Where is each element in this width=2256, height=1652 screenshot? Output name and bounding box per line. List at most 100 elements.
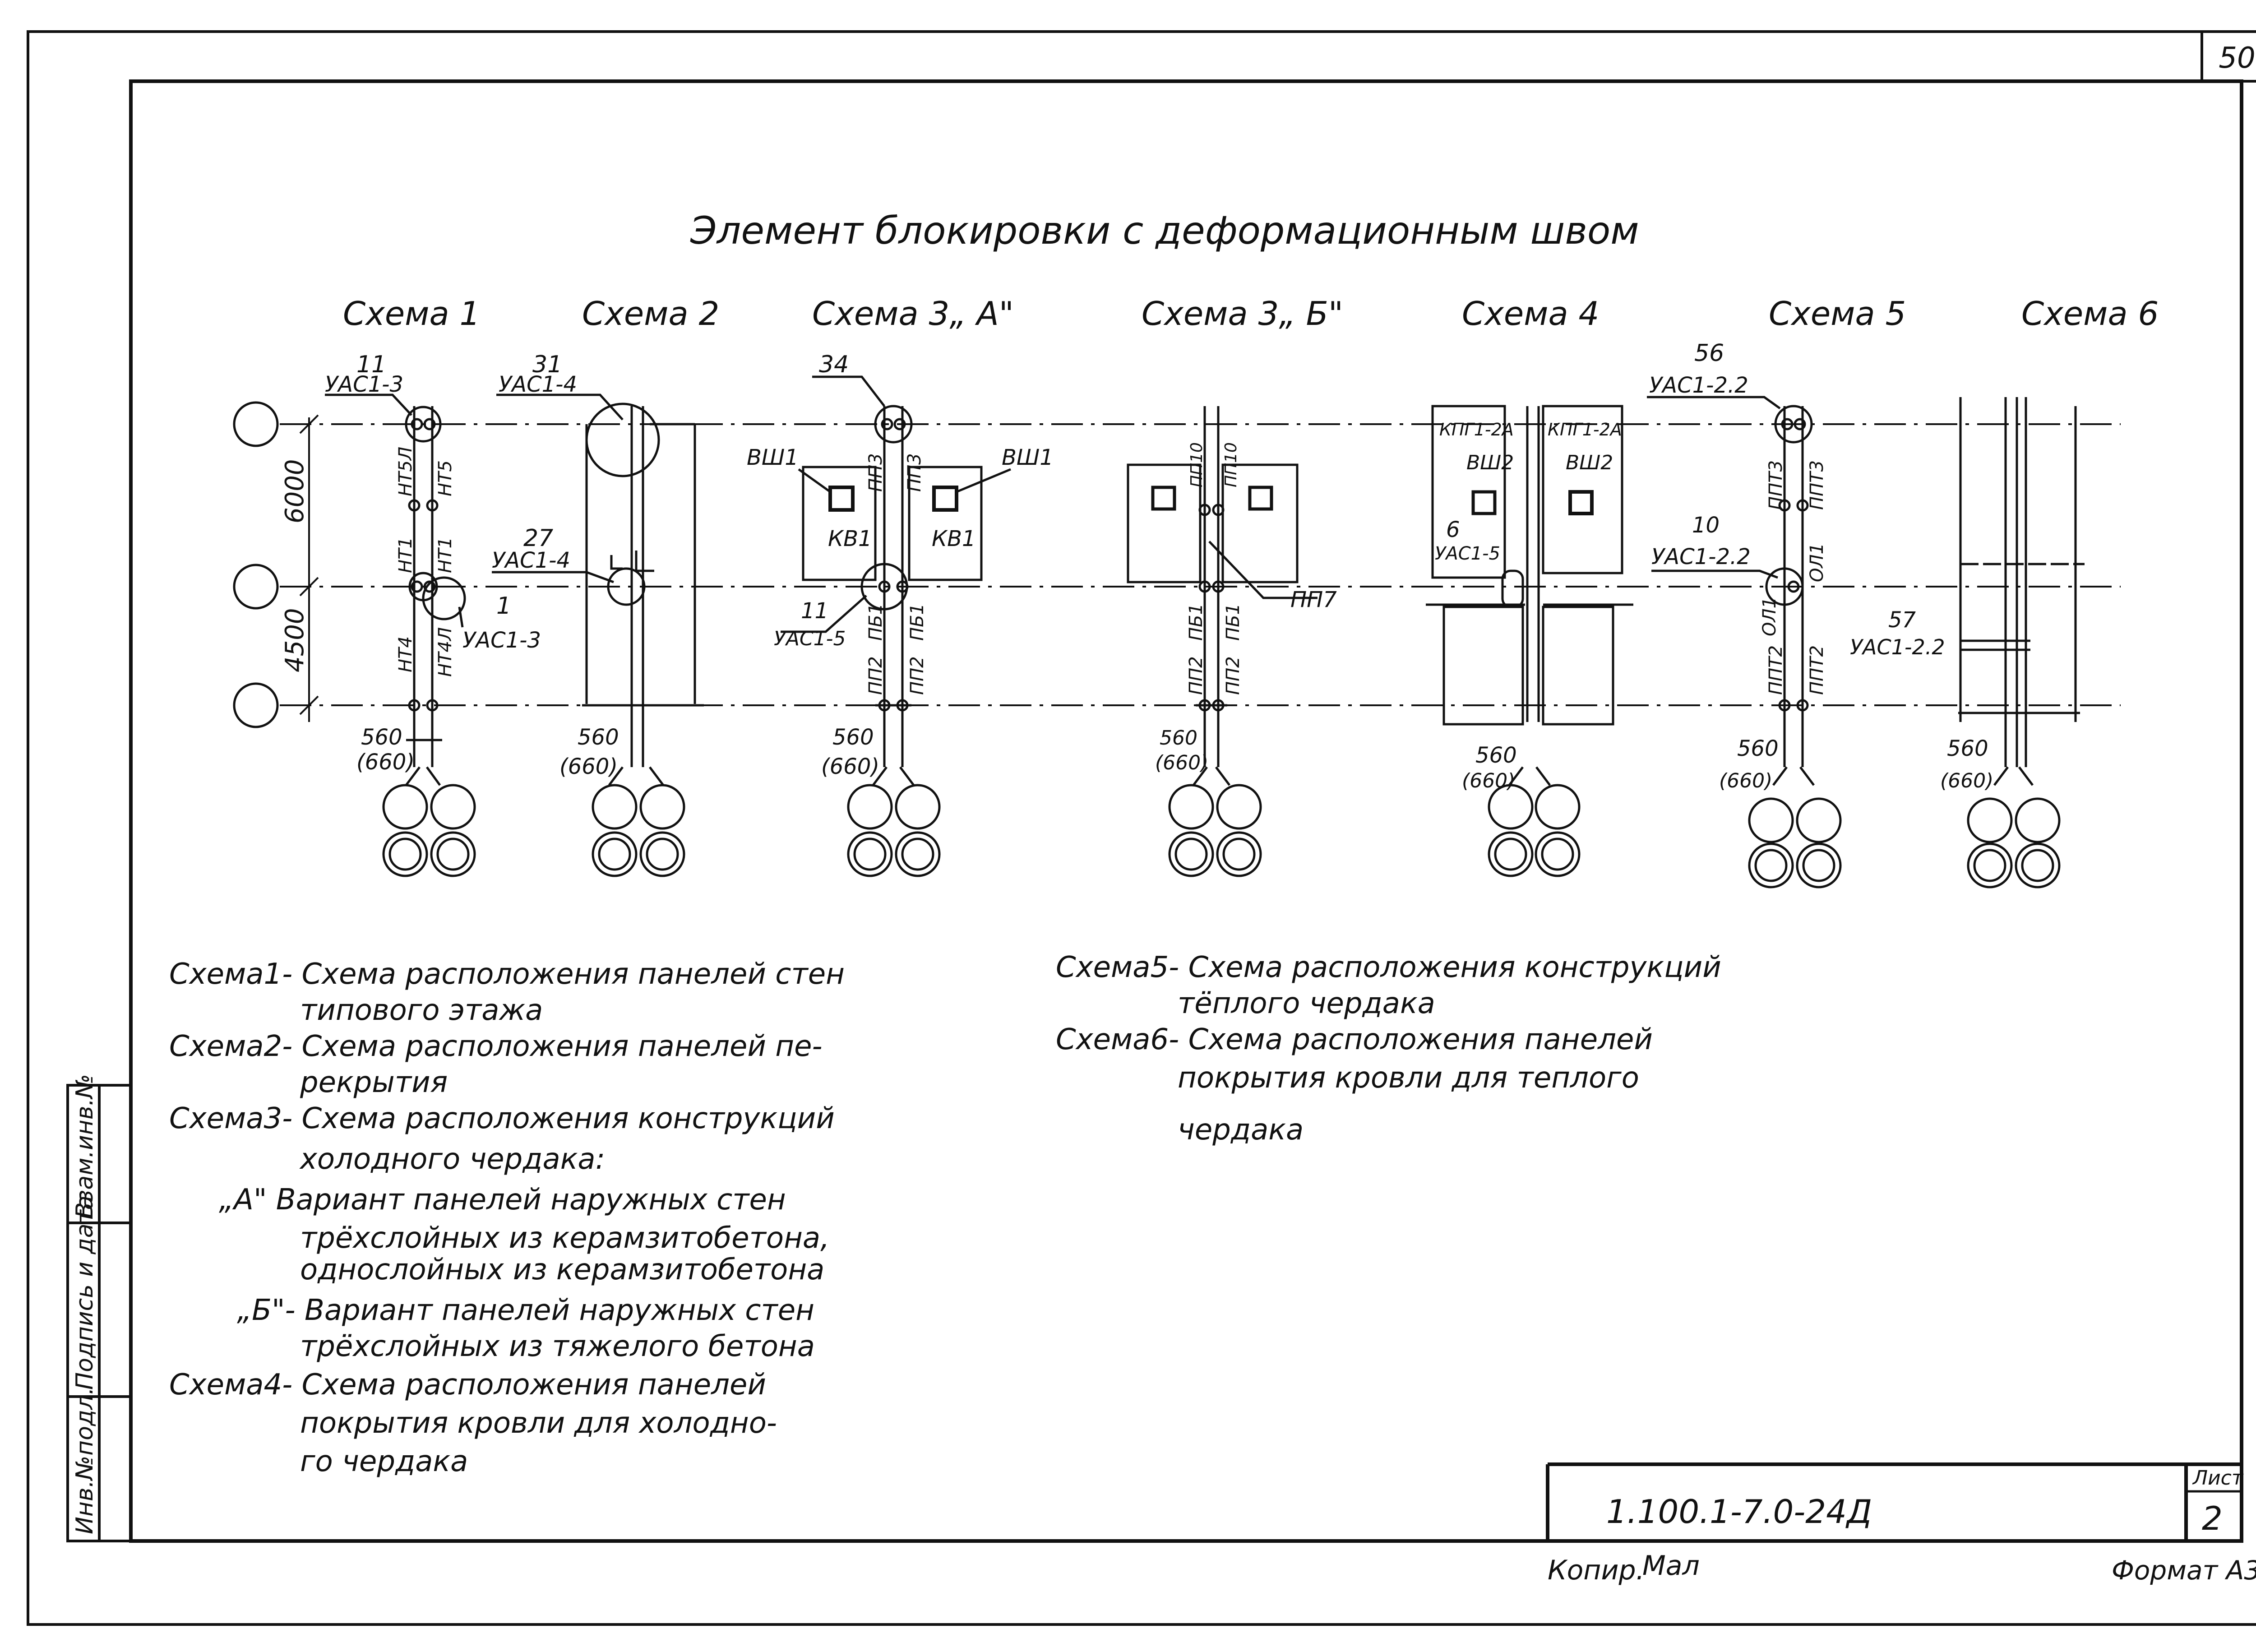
s3b-pp2: ПП2 xyxy=(1186,656,1207,695)
s3a-pb1b: ПБ1 xyxy=(907,603,928,641)
note-right-line: Схема5- Схема расположения конструкций xyxy=(1056,951,1721,984)
s3a-vsh-l: ВШ1 xyxy=(747,445,799,470)
s4-kpg-r: КПГ1-2А xyxy=(1548,420,1622,440)
stamp-inv-podl: Инв.№подл. xyxy=(71,1387,98,1534)
s3b-pp2b: ПП2 xyxy=(1223,656,1244,695)
notes-right: Схема5- Схема расположения конструкций т… xyxy=(1056,951,1721,1147)
s3b-pp7: ПП7 xyxy=(1290,587,1337,612)
s4-vsh-r: ВШ2 xyxy=(1566,451,1613,474)
s5-ppt2b: ППТ2 xyxy=(1807,645,1827,695)
inner-frame xyxy=(129,79,2243,1543)
note-left-line: трёхслойных из керамзитобетона, xyxy=(300,1222,829,1255)
scheme-5-graphic xyxy=(1647,396,1842,888)
scheme-1-graphic xyxy=(325,393,476,877)
s2-top-num: 31 xyxy=(532,351,562,378)
scheme-6-graphic xyxy=(1958,397,2085,888)
s6-dim2: (660) xyxy=(1940,769,1993,792)
note-right-line: чердака xyxy=(1178,1113,1304,1147)
s3b-dim2: (660) xyxy=(1155,751,1208,774)
s5-top-num: 56 xyxy=(1694,340,1724,367)
note-right-line: Схема6- Схема расположения панелей xyxy=(1056,1023,1653,1056)
s1-ht5l: НТ5Л xyxy=(395,447,416,496)
s3a-top-num: 34 xyxy=(819,351,849,378)
drawing-title: Элемент блокировки с деформационным швом xyxy=(690,208,1639,253)
s3a-dim2: (660) xyxy=(821,754,879,779)
s1-mid-code: УАС1-3 xyxy=(462,628,541,653)
note-right-line: тёплого чердака xyxy=(1178,987,1435,1020)
note-left-line: типового этажа xyxy=(300,994,543,1027)
s1-top-num: 11 xyxy=(356,351,386,378)
note-left-line: го чердака xyxy=(300,1445,468,1478)
s3a-mid-num: 11 xyxy=(801,598,828,624)
doc-code: 1.100.1-7.0-24Д xyxy=(1606,1493,1872,1531)
s6-num: 57 xyxy=(1888,607,1916,633)
s1-ht4l: НТ4Л xyxy=(435,627,456,677)
s1-dim: 560 xyxy=(361,725,402,750)
s1-mid-num: 1 xyxy=(496,592,511,620)
s3a-vsh-r: ВШ1 xyxy=(1002,445,1054,470)
s1-ht4: НТ4 xyxy=(395,636,416,672)
note-left-line: Схема2- Схема расположения панелей пе- xyxy=(169,1030,823,1063)
scheme-label-3a: Схема 3„ А" xyxy=(812,295,1014,333)
s4-vsh-l: ВШ2 xyxy=(1466,451,1514,474)
s2-mid-code: УАС1-4 xyxy=(492,548,570,573)
note-left-line: Схема4- Схема расположения панелей xyxy=(169,1368,766,1402)
s1-dim2: (660) xyxy=(356,750,415,775)
s5-ppt2: ППТ2 xyxy=(1766,645,1786,695)
s3b-pb1: ПБ1 xyxy=(1186,603,1207,641)
note-left-line: Схема1- Схема расположения панелей стен xyxy=(169,958,845,991)
scheme-label-2: Схема 2 xyxy=(582,295,719,333)
sheet-number: 2 xyxy=(2202,1499,2223,1537)
s2-dim: 560 xyxy=(578,725,619,750)
note-left-line: Схема3- Схема расположения конструкций xyxy=(169,1102,835,1135)
outer-border xyxy=(27,30,2256,1626)
s3a-dim: 560 xyxy=(832,725,874,750)
scheme-label-1: Схема 1 xyxy=(343,295,480,333)
s4-mid-code: УАС1-5 xyxy=(1435,543,1500,564)
s5-mid-num: 10 xyxy=(1692,513,1720,538)
axis-bubbles xyxy=(233,401,279,728)
axis-bubble-middle xyxy=(233,564,279,610)
axis-bubble-top xyxy=(233,401,279,447)
notes-left: Схема1- Схема расположения панелей стен … xyxy=(169,958,845,1478)
note-left-line: покрытия кровли для холодно- xyxy=(300,1407,777,1440)
note-left-line: однослойных из керамзитобетона xyxy=(300,1253,824,1286)
note-left-line: холодного чердака: xyxy=(299,1143,605,1176)
sheet-label: Лист xyxy=(2192,1467,2244,1490)
format-label: Формат А3 xyxy=(2112,1555,2256,1586)
s4-dim: 560 xyxy=(1475,743,1517,768)
copy-label: Копир. xyxy=(1548,1555,1645,1586)
s1-top-code: УАС1-3 xyxy=(325,372,403,397)
s5-ppt3b: ППТ3 xyxy=(1807,460,1827,510)
s6-dim: 560 xyxy=(1947,736,1988,761)
s3b-pb1b: ПБ1 xyxy=(1223,603,1244,641)
note-left-line: „А" Вариант панелей наружных стен xyxy=(219,1183,786,1217)
s1-ht5: НТ5 xyxy=(435,460,456,496)
axis-lines xyxy=(280,423,2121,706)
s5-ppt3: ППТ3 xyxy=(1766,460,1786,510)
side-stamp xyxy=(66,1084,132,1542)
note-left-line: трёхслойных из тяжелого бетона xyxy=(300,1330,815,1363)
s2-dim2: (660) xyxy=(559,754,618,779)
s2-top-code: УАС1-4 xyxy=(499,372,577,397)
s3a-pp2: ПП2 xyxy=(865,656,886,695)
s6-code: УАС1-2.2 xyxy=(1850,635,1945,659)
s3a-pp2b: ПП2 xyxy=(907,656,928,695)
s4-kpg-l: КПГ1-2А xyxy=(1439,420,1514,440)
copy-signature: Мал xyxy=(1642,1550,1700,1582)
s3b-dim: 560 xyxy=(1160,727,1197,750)
page-number-box xyxy=(2201,30,2256,83)
s1-ht1: НТ1 xyxy=(395,537,416,573)
scheme-2-graphic xyxy=(492,393,704,877)
s5-ol1b: ОЛ1 xyxy=(1807,543,1827,582)
scheme-label-4: Схема 4 xyxy=(1462,295,1599,333)
note-left-line: „Б"- Вариант панелей наружных стен xyxy=(237,1294,814,1327)
scheme-3b-graphic xyxy=(1127,406,1318,877)
dimension-lower: 4500 xyxy=(280,608,310,672)
s5-mid-code: УАС1-2.2 xyxy=(1651,544,1751,569)
axis-bubble-bottom xyxy=(233,682,279,728)
scheme-label-5: Схема 5 xyxy=(1769,295,1906,333)
s3a-pp3b: ПП3 xyxy=(904,453,925,492)
scheme-label-3b: Схема 3„ Б" xyxy=(1142,295,1343,333)
